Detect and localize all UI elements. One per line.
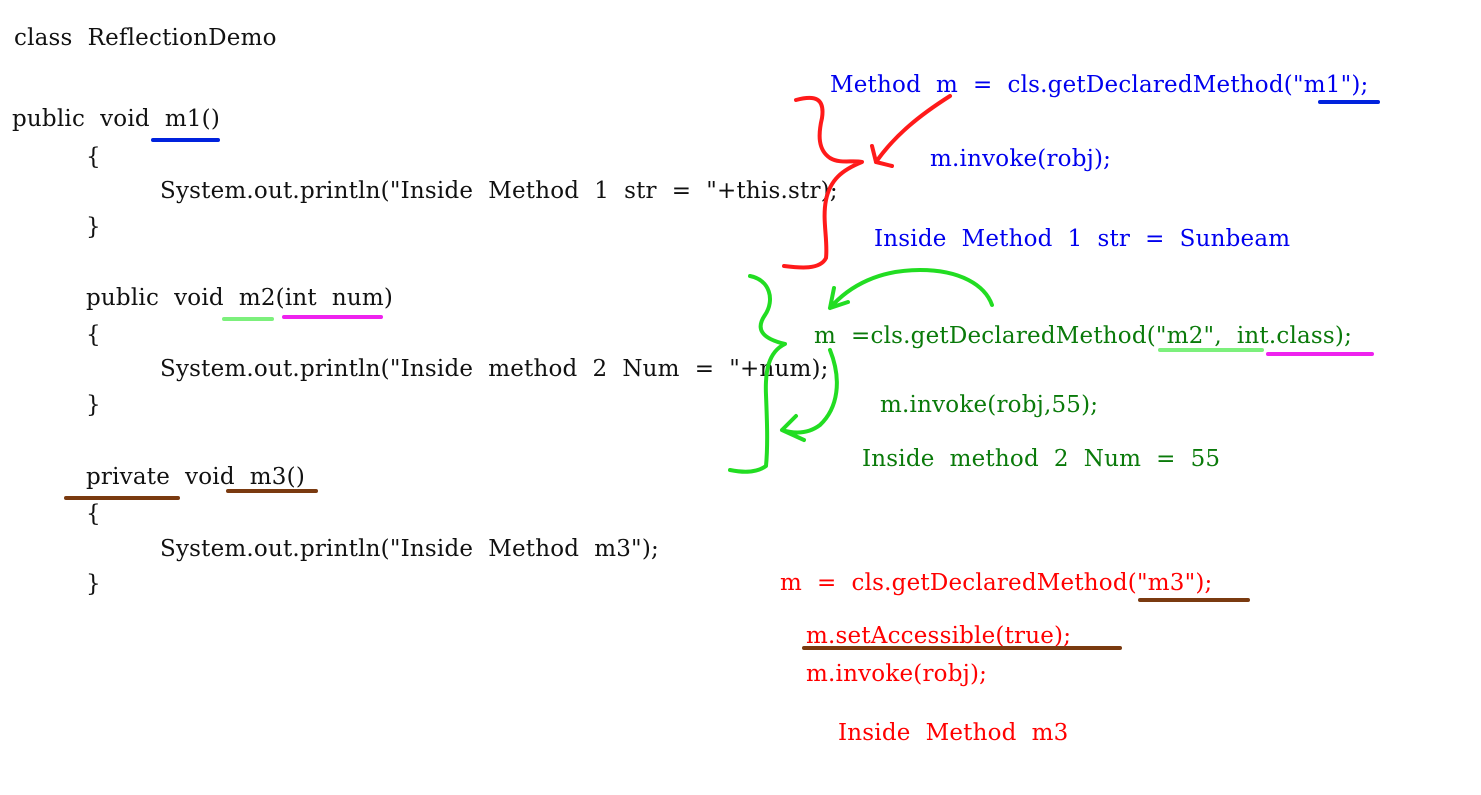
m1-body: System.out.println("Inside Method 1 str … (160, 178, 838, 204)
m3-body: System.out.println("Inside Method m3"); (160, 536, 659, 562)
m3-output-note: Inside Method m3 (838, 720, 1069, 746)
m3-open-brace: { (86, 501, 101, 527)
m1-output-note: Inside Method 1 str = Sunbeam (874, 226, 1291, 252)
class-declaration: class ReflectionDemo (14, 25, 277, 51)
m3-get-method-note: m = cls.getDeclaredMethod("m3"); (780, 570, 1213, 596)
m3-invoke-note: m.invoke(robj); (806, 661, 988, 687)
m2-invoke-note: m.invoke(robj,55); (880, 392, 1099, 418)
m3-close-brace: } (86, 571, 101, 597)
m1-get-method-note: Method m = cls.getDeclaredMethod("m1"); (830, 72, 1369, 98)
m1-close-brace: } (86, 214, 101, 240)
m2-close-brace: } (86, 392, 101, 418)
m2-body: System.out.println("Inside method 2 Num … (160, 356, 829, 382)
m1-invoke-note: m.invoke(robj); (930, 146, 1112, 172)
m2-output-note: Inside method 2 Num = 55 (862, 446, 1221, 472)
m3-signature: private void m3() (86, 464, 305, 490)
m2-get-method-note: m =cls.getDeclaredMethod("m2", int.class… (814, 323, 1353, 349)
m2-green-arrow-top (828, 268, 994, 310)
m1-open-brace: { (86, 144, 101, 170)
m3-set-accessible-note: m.setAccessible(true); (806, 623, 1072, 649)
m2-open-brace: { (86, 322, 101, 348)
m2-signature: public void m2(int num) (86, 285, 394, 311)
m1-signature: public void m1() (12, 106, 221, 132)
